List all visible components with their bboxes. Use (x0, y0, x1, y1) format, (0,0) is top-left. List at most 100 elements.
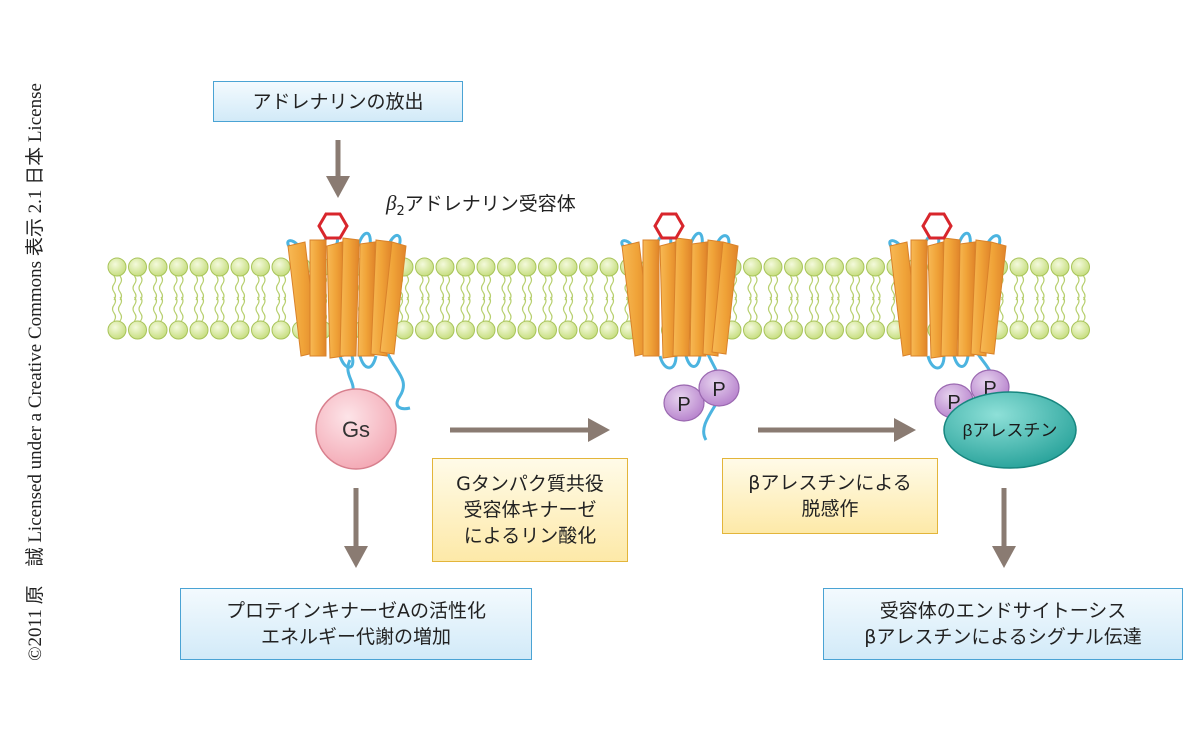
phosphate-group: P (663, 384, 705, 422)
lipid-head (1030, 257, 1049, 277)
lipid-tail (480, 296, 486, 322)
lipid-tail (1081, 275, 1086, 301)
lipid-tail (829, 275, 834, 301)
lipid-tail (849, 275, 855, 301)
lipid-tail (220, 275, 225, 301)
lipid-tail (814, 275, 820, 301)
lipid-tail (849, 296, 855, 322)
lipid-tail (111, 296, 117, 322)
lipid-tail (835, 275, 840, 301)
lipid-tail (117, 296, 123, 322)
lipid-tail (870, 275, 875, 301)
lipid-tail (747, 275, 752, 301)
lipid-head (599, 257, 619, 277)
lipid-tail (1019, 296, 1025, 322)
lipid-tail (583, 275, 588, 301)
phosphate-label: P (712, 379, 725, 401)
lipid-head (763, 257, 783, 277)
adrenaline-release-box: アドレナリンの放出 (213, 81, 463, 122)
lipid-tail (855, 296, 861, 322)
lipid-tail (179, 296, 184, 322)
lipid-head (517, 257, 537, 277)
lipid-head (1009, 257, 1029, 277)
lipid-tail (808, 296, 814, 322)
lipid-tail (445, 275, 451, 301)
lipid-head (230, 320, 250, 340)
lipid-tail (1060, 275, 1066, 301)
lipid-tail (281, 296, 287, 322)
arrow-arrestin-to-endocytosis (992, 488, 1016, 568)
lipid-head (825, 320, 844, 340)
lipid-head (804, 320, 824, 340)
adrenaline-release-label: アドレナリンの放出 (252, 90, 424, 113)
lipid-tail (603, 275, 609, 301)
lipid-head (230, 257, 250, 277)
lipid-head (456, 320, 475, 340)
lipid-tail (439, 275, 445, 301)
lipid-head (107, 320, 127, 340)
desensitization-box: βアレスチンによる 脱感作 (722, 458, 938, 534)
lipid-tail (876, 296, 881, 322)
lipid-tail (466, 296, 471, 322)
lipid-tail (220, 296, 225, 322)
phosphate-group: P (698, 369, 740, 407)
helix (979, 241, 1007, 355)
lipid-head (251, 320, 270, 340)
lipid-tail (568, 296, 574, 322)
intracellular-loop (338, 355, 355, 369)
lipid-tail (1054, 296, 1060, 322)
lipid-tail (261, 275, 266, 301)
lipid-tail (747, 296, 752, 322)
intracellular-loop (684, 355, 702, 368)
lipid-head (579, 320, 598, 340)
lipid-tail (624, 296, 629, 322)
license-credit: ©2011 原 誠 Licensed under a Creative Comm… (25, 83, 46, 661)
lipid-tail (507, 275, 512, 301)
adrenaline-ligand-icon (653, 212, 685, 240)
phosphate-label: P (677, 394, 690, 416)
receptor-3 (888, 231, 1007, 385)
lipid-head (128, 257, 147, 277)
lipid-head (497, 257, 516, 277)
lipid-tail (527, 275, 533, 301)
lipid-tail (214, 275, 219, 301)
lipid-tail (1075, 275, 1080, 301)
lipid-head (435, 257, 455, 277)
lipid-tail (1034, 296, 1039, 322)
intracellular-loop (952, 355, 970, 368)
helix (357, 241, 376, 357)
endo-line-2: βアレスチンによるシグナル伝達 (864, 626, 1142, 648)
lipid-tail (199, 296, 205, 322)
lipid-tail (275, 275, 281, 301)
lipid-head (825, 257, 844, 277)
lipid-head (210, 320, 229, 340)
lipid-tail (501, 296, 506, 322)
lipid-tail (794, 296, 799, 322)
arrow-release-to-receptor (326, 140, 350, 198)
lipid-tail (1040, 275, 1045, 301)
lipid-head (1030, 320, 1049, 340)
arrow-gs-to-pka (344, 488, 368, 568)
lipid-tail (1019, 275, 1025, 301)
lipid-head (1071, 257, 1090, 277)
lipid-tail (583, 296, 588, 322)
lipid-tail (419, 296, 424, 322)
lipid-tail (173, 275, 178, 301)
lipid-head (148, 257, 168, 277)
lipid-tail (1013, 275, 1019, 301)
lipid-head (107, 257, 127, 277)
lipid-head (845, 257, 865, 277)
lipid-head (415, 257, 434, 277)
adrenaline-ligand-icon (317, 212, 349, 240)
helix (309, 239, 327, 357)
lipid-tail (773, 296, 779, 322)
lipid-tail (562, 275, 568, 301)
lipid-head (784, 257, 803, 277)
lipid-tail (589, 296, 594, 322)
lipid-head (169, 320, 188, 340)
lipid-tail (138, 275, 143, 301)
lipid-tail (568, 275, 574, 301)
lipid-head (538, 257, 557, 277)
lipid-head (1071, 320, 1090, 340)
